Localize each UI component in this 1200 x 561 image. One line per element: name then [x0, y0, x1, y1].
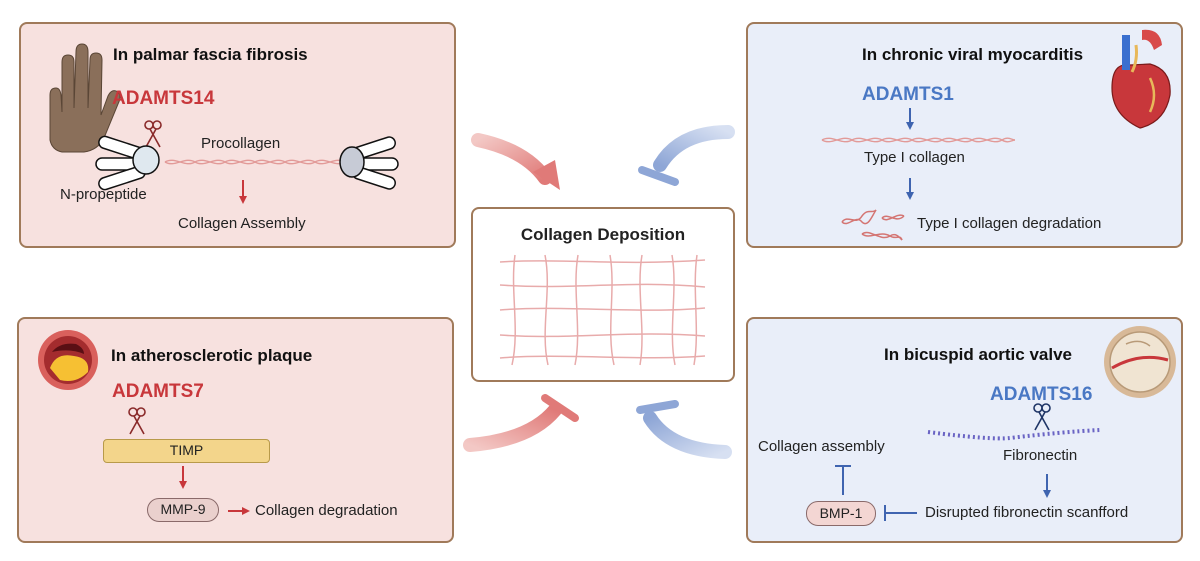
scissors-icon: [144, 120, 162, 148]
mmp-9-pill: MMP-9: [147, 498, 219, 522]
center-title: Collagen Deposition: [520, 225, 686, 244]
bmp-1-pill: BMP-1: [806, 501, 876, 526]
type-i-degradation-label: Type I collagen degradation: [917, 215, 1102, 232]
n-propeptide-label: N-propeptide: [60, 186, 147, 203]
hand-icon: [49, 43, 121, 153]
myocarditis-title: In chronic viral myocarditis: [862, 45, 1084, 64]
collagen-assembly-label: Collagen Assembly: [178, 215, 306, 232]
collagen-assembly-valve-label: Collagen assembly: [758, 438, 885, 455]
arrow-valve-to-center: [636, 400, 732, 459]
procollagen-helix: [164, 159, 346, 165]
n-propeptide-left: [95, 135, 160, 191]
plaque-gene: ADAMTS7: [112, 381, 204, 402]
inhibit-plaque-to-center: [463, 394, 579, 452]
aortic-valve-icon: [1104, 326, 1176, 398]
fibronectin-strand: [927, 428, 1101, 441]
disrupted-fibronectin-label: Disrupted fibronectin scanfford: [925, 504, 1129, 521]
c-propeptide-right: [339, 136, 399, 190]
palmar-title: In palmar fascia fibrosis: [113, 45, 308, 64]
collagen-fragments-icon: [841, 209, 905, 241]
inhibit-bmp-to-assembly: [835, 465, 851, 495]
inhibit-myocarditis-to-center: [638, 125, 735, 186]
myocarditis-gene: ADAMTS1: [862, 84, 954, 105]
type-i-collagen-helix: [821, 137, 1016, 143]
scissors-icon-valve: [1033, 403, 1051, 431]
timp-box: TIMP: [103, 439, 270, 463]
scissors-icon-plaque: [128, 407, 146, 435]
collagen-mesh-icon: [499, 254, 706, 366]
procollagen-label: Procollagen: [201, 135, 281, 152]
center-collagen-deposition: Collagen Deposition: [471, 207, 735, 382]
valve-gene: ADAMTS16: [990, 384, 1093, 405]
palmar-gene: ADAMTS14: [112, 88, 215, 109]
arrow-palmar-to-center: [471, 133, 560, 190]
artery-plaque-icon: [38, 330, 98, 390]
heart-icon: [1111, 29, 1171, 129]
type-i-collagen-label: Type I collagen: [864, 149, 965, 166]
panel-viral-myocarditis: [746, 22, 1183, 248]
plaque-title: In atherosclerotic plaque: [111, 346, 313, 365]
fibronectin-label: Fibronectin: [1003, 447, 1078, 464]
collagen-degradation-label: Collagen degradation: [255, 502, 398, 519]
valve-title: In bicuspid aortic valve: [884, 345, 1073, 364]
inhibit-disrupted-to-bmp: [884, 505, 917, 521]
